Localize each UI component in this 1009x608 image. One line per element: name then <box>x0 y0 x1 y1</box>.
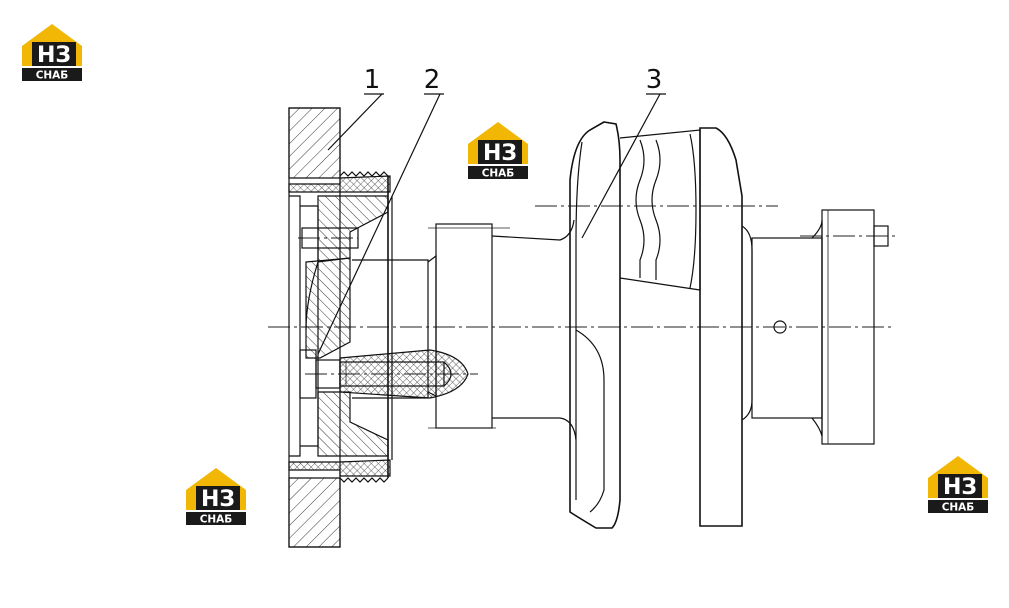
callout-2: 2 <box>317 65 444 355</box>
callout-1: 1 <box>327 65 384 151</box>
callout-3: 3 <box>581 65 666 239</box>
callout-2-label: 2 <box>424 65 441 95</box>
brand-logo-right <box>928 456 988 514</box>
callout-1-label: 1 <box>364 65 381 95</box>
callout-3-label: 3 <box>646 65 663 95</box>
brand-logo-bottom-left <box>186 468 246 526</box>
brand-logo-top-left <box>22 24 82 82</box>
part-1-flange <box>288 107 393 548</box>
front-shaft <box>352 219 577 441</box>
center-lines <box>268 205 898 375</box>
brand-logo-center <box>468 122 528 180</box>
part-3-crankshaft <box>569 121 889 529</box>
